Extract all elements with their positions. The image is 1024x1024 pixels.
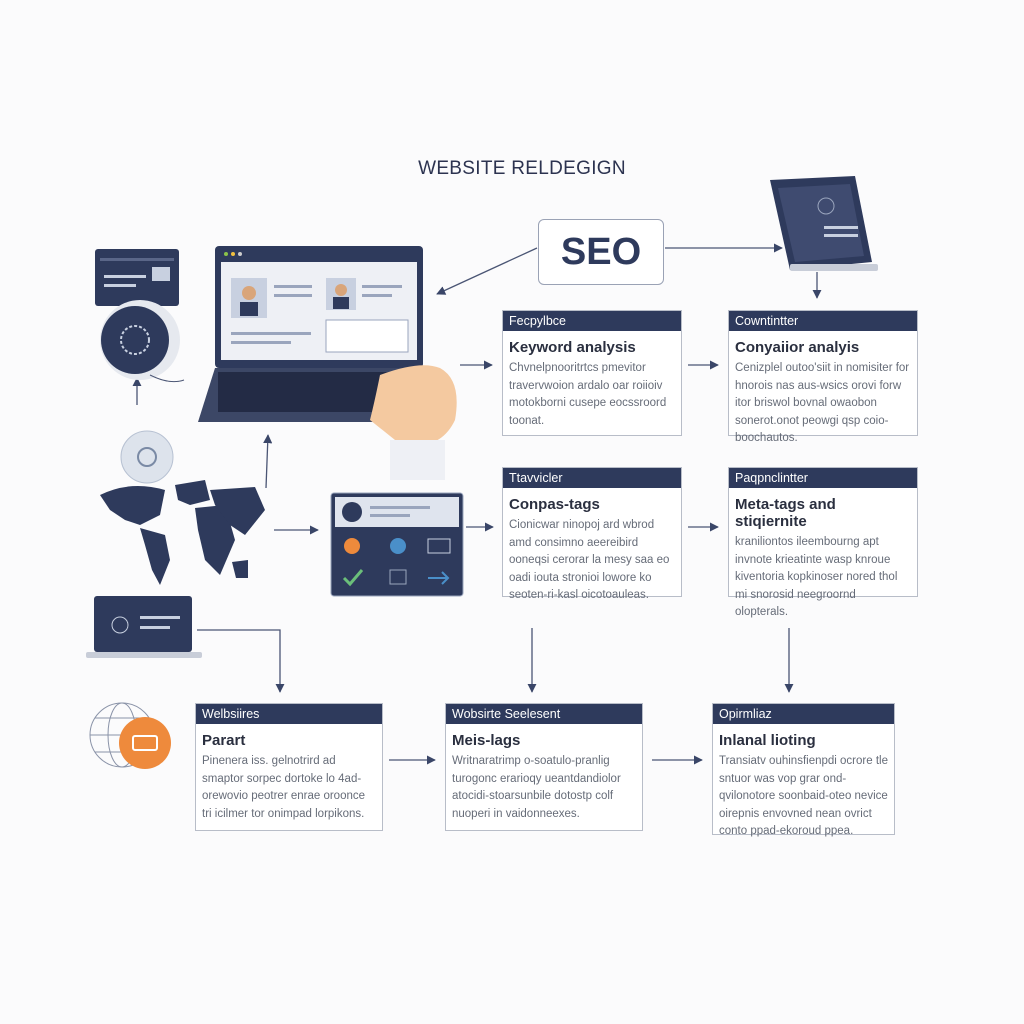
browser-window-icon	[95, 249, 179, 306]
frame-icon	[389, 569, 407, 585]
settings-icon	[390, 538, 406, 554]
card-title: Keyword analysis	[509, 339, 636, 356]
card-title: Meis-lags	[452, 732, 521, 749]
search-globe-icon	[120, 430, 174, 484]
arrow-down-left	[197, 629, 285, 693]
card-header: Wobsirte Seelesent	[446, 704, 642, 724]
card-title: Conpas-tags	[509, 496, 600, 513]
small-laptop-icon	[86, 596, 202, 658]
card-body: kraniliontos ileembourng apt invnote kri…	[735, 536, 898, 618]
arrow-up-laptop	[263, 434, 273, 489]
card-header: Paqpnclintter	[729, 468, 917, 488]
world-map-icon	[100, 480, 265, 585]
globe-badge-icon	[89, 702, 171, 769]
tablet-icon	[770, 176, 878, 271]
card-body: Writnaratrimp o-soatulo-pranlig turogonc…	[452, 755, 621, 820]
tools-panel	[330, 492, 464, 597]
card-header: Opirmliaz	[713, 704, 894, 724]
seo-box: SEO	[538, 219, 664, 285]
connector-arrows	[132, 243, 822, 765]
card-body: Pinenera iss. gelnotrird ad smaptor sorp…	[202, 755, 366, 820]
window-icon	[427, 538, 451, 554]
card-title: Inlanal lioting	[719, 732, 816, 749]
orange-badge-icon	[344, 538, 360, 554]
card-header: Welbsiires	[196, 704, 382, 724]
card-title: Parart	[202, 732, 246, 749]
card-header: Ttavvicler	[503, 468, 681, 488]
card-header: Cowntintter	[729, 311, 917, 331]
laptop-illustration	[198, 246, 457, 480]
card-body: Cenizplel outoo'siit in nomisiter for hn…	[735, 362, 910, 444]
card-body: Cionicwar ninopoj ard wbrod amd consimno…	[509, 519, 670, 601]
card-body: Transiatv ouhinsfienpdi ocrore tle sntuo…	[719, 755, 888, 837]
card-header: Fecpylbce	[503, 311, 681, 331]
card-title: Conyaiior analyis	[735, 339, 860, 356]
check-icon	[342, 569, 364, 587]
card-title: Meta-tags and stiqiernite	[735, 496, 836, 530]
card-body: Chvnelpnooritrtcs pmevitor travervwoion …	[509, 362, 667, 427]
arrow-seo-laptop	[436, 247, 538, 295]
disc-gear-icon	[100, 300, 185, 383]
arrow-icon	[428, 571, 450, 585]
diagram-title: WEBSITE RELDEGIGN	[418, 158, 626, 179]
